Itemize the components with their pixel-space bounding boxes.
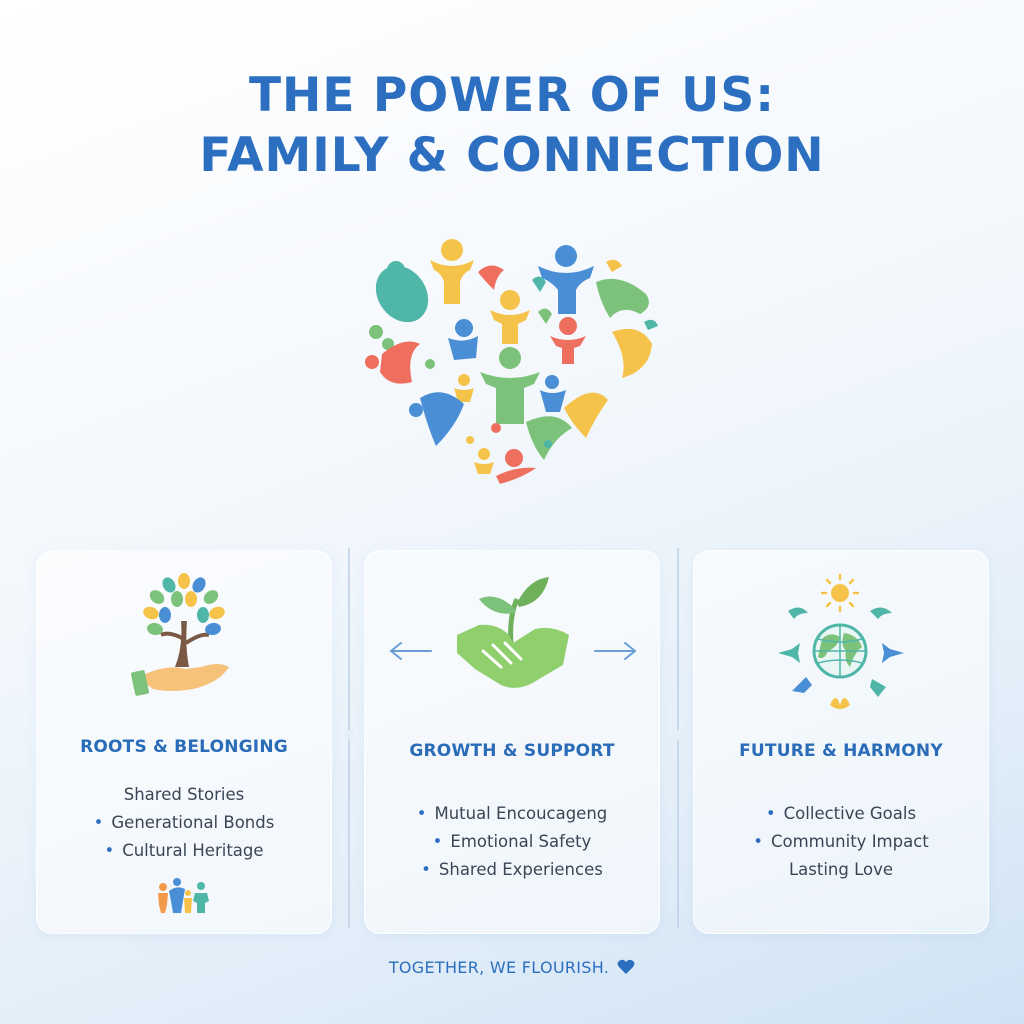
arrow-left-icon <box>389 642 432 660</box>
list-item: Shared Experiences <box>365 856 659 884</box>
list-item: Shared Stories <box>123 785 245 804</box>
divider-dot <box>344 730 354 740</box>
card-growth: GROWTH & SUPPORT Mutual Encoucageng Emot… <box>364 550 660 934</box>
heart-of-people-icon <box>365 239 658 484</box>
card-heading: FUTURE & HARMONY <box>739 741 943 761</box>
handshake-sprout-icon <box>457 577 569 688</box>
list-item: Mutual Encoucageng <box>365 800 659 828</box>
divider-dot <box>673 730 683 740</box>
card-list: Shared Stories Generational Bonds Cultur… <box>37 781 331 865</box>
card-list: Collective Goals Community Impact Lastin… <box>694 800 988 884</box>
title-line-2: FAMILY & CONNECTION <box>199 128 825 183</box>
list-item: Collective Goals <box>694 800 988 828</box>
card-list: Mutual Encoucageng Emotional Safety Shar… <box>365 800 659 884</box>
arrow-right-icon <box>594 642 637 660</box>
tree-in-hand-icon <box>131 573 229 696</box>
family-group-icon <box>158 878 209 913</box>
footer-text: TOGETHER, WE FLOURISH. <box>388 958 610 977</box>
list-item: Cultural Heritage <box>37 837 331 865</box>
page-title: THE POWER OF US: FAMILY & CONNECTION <box>0 66 1024 186</box>
list-item: Generational Bonds <box>37 809 331 837</box>
globe-birds-icon <box>778 573 904 709</box>
card-future: FUTURE & HARMONY Collective Goals Commun… <box>693 550 989 934</box>
list-item: Lasting Love <box>788 860 894 879</box>
card-roots: ROOTS & BELONGING Shared Stories Generat… <box>36 550 332 934</box>
heart-icon <box>617 959 635 974</box>
card-heading: GROWTH & SUPPORT <box>409 741 615 761</box>
footer-tagline: TOGETHER, WE FLOURISH. <box>0 958 1024 977</box>
title-line-1: THE POWER OF US: <box>248 68 775 123</box>
list-item: Community Impact <box>694 828 988 856</box>
list-item: Emotional Safety <box>365 828 659 856</box>
card-heading: ROOTS & BELONGING <box>80 737 288 757</box>
